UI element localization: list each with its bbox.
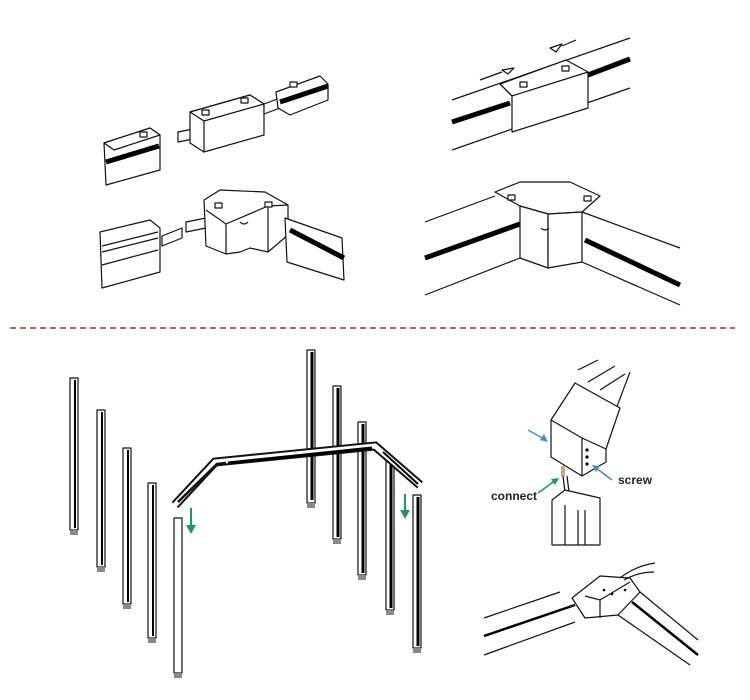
down-arrow-icon <box>186 494 410 534</box>
connector-detail <box>527 359 631 546</box>
corner-connector-exploded <box>99 189 346 289</box>
corner-joint-detail <box>483 562 699 666</box>
straight-connector-exploded <box>103 75 329 186</box>
vertical-posts <box>69 349 422 678</box>
arch-frame <box>171 441 423 509</box>
screw-label: screw <box>618 473 653 487</box>
corner-track-connected <box>424 181 682 306</box>
connect-label: connect <box>491 489 538 503</box>
straight-track-connected <box>451 37 631 151</box>
